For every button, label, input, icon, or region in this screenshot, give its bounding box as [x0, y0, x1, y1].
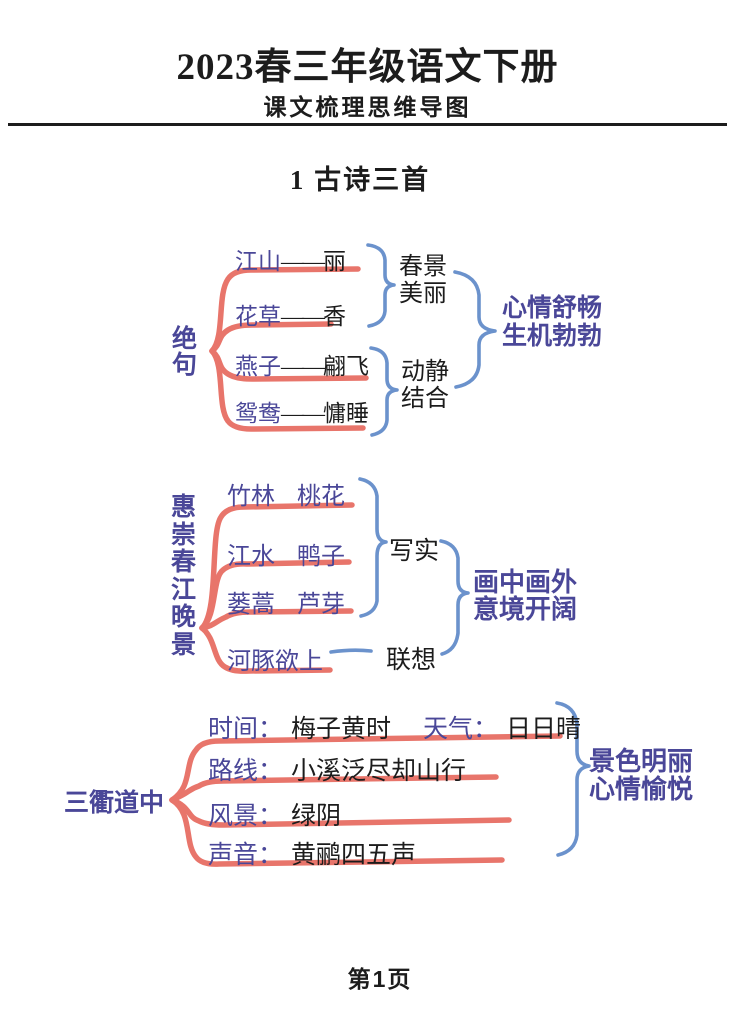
document-title: 2023春三年级语文下册 — [176, 47, 559, 88]
s2-branch-4 — [199, 625, 333, 674]
branch-row: 江水鸭子 — [227, 536, 345, 571]
section-summary-jueju: 心情舒畅 生机勃勃 — [502, 294, 602, 350]
group-label-line: 动静 — [401, 359, 449, 385]
branch-dash: —— — [281, 354, 325, 379]
group-label-line: 春景 — [399, 254, 447, 280]
s1-branch-2 — [209, 321, 334, 354]
page-number: 第1页 — [347, 966, 413, 992]
branch-term: 芦芽 — [297, 592, 345, 618]
s2-brace-group-1 — [358, 477, 388, 618]
branch-attribute: 时间： — [208, 716, 284, 743]
summary-line: 意境开阔 — [473, 594, 578, 624]
section-summary-huichong: 画中画外 意境开阔 — [473, 569, 577, 623]
section-label-huichong: 惠崇春江晚景 — [170, 493, 196, 659]
branch-row: 燕子——翩飞 — [235, 347, 369, 381]
branch-value: 丽 — [323, 249, 346, 274]
s1-brace-group-1 — [366, 243, 396, 328]
group-label-line: 美丽 — [399, 281, 447, 307]
branch-term: 燕子 — [235, 354, 281, 379]
group-label-association: 联想 — [386, 647, 437, 674]
summary-line: 景色明丽 — [589, 746, 694, 776]
branch-value: 慵睡 — [323, 401, 369, 426]
branch-attribute: 天气： — [423, 716, 499, 743]
branch-dash: —— — [281, 249, 325, 274]
branch-row: 河豚欲上 — [227, 641, 323, 676]
s3-branch-3 — [169, 797, 512, 828]
branch-term: 蒌蒿 — [227, 592, 275, 618]
branch-attribute: 声音： — [208, 842, 284, 869]
branch-row: 鸳鸯——慵睡 — [235, 394, 369, 428]
branch-term: 鸭子 — [297, 544, 345, 570]
branch-value: 黄鹂四五声 — [291, 842, 417, 869]
s2-brace-summary — [439, 539, 470, 656]
branch-dash: —— — [281, 304, 325, 329]
s2-branch-2 — [199, 559, 352, 631]
summary-line: 心情愉悦 — [589, 774, 694, 804]
s2-link-lianxiang — [329, 648, 373, 654]
branch-row: 路线： 小溪泛尽却山行 — [208, 751, 466, 787]
document-subtitle: 课文梳理思维导图 — [263, 94, 472, 120]
summary-line: 心情舒畅 — [502, 294, 603, 322]
lesson-title: 1 古诗三首 — [289, 165, 431, 195]
s3-branch-1 — [169, 733, 563, 803]
branch-term: 河豚欲上 — [227, 649, 323, 675]
branch-term: 江水 — [227, 544, 275, 570]
branch-value: 日日晴 — [506, 716, 582, 743]
section-label-jueju: 绝句 — [171, 325, 197, 379]
group-label-spring-scene: 春景 美丽 — [399, 254, 447, 308]
s2-branch-3 — [199, 608, 354, 631]
s1-brace-summary — [453, 270, 497, 389]
branch-row: 声音： 黄鹂四五声 — [208, 835, 416, 871]
s3-branch-2 — [169, 774, 499, 803]
branch-value: 绿阴 — [291, 803, 342, 830]
group-label-realistic: 写实 — [389, 538, 440, 565]
branch-row: 蒌蒿芦芽 — [227, 584, 345, 619]
branch-row: 花草——香 — [235, 297, 346, 331]
branch-term: 花草 — [235, 304, 281, 329]
section-label-sanqu: 三衢道中 — [64, 789, 165, 817]
s1-branch-1 — [209, 266, 361, 354]
s1-brace-group-2 — [369, 346, 399, 437]
branch-term: 竹林 — [227, 484, 275, 510]
branch-value: 梅子黄时 — [291, 716, 392, 743]
branch-row: 时间： 梅子黄时 天气： 日日晴 — [208, 709, 581, 745]
s1-branch-4 — [209, 348, 366, 432]
group-label-line: 结合 — [401, 386, 449, 412]
branch-attribute: 路线： — [208, 758, 284, 785]
branch-value: 翩飞 — [323, 354, 369, 379]
branch-attribute: 风景： — [208, 803, 284, 830]
branch-row: 风景： 绿阴 — [208, 796, 341, 832]
branch-row: 竹林桃花 — [227, 476, 345, 511]
header-divider-line — [8, 123, 727, 126]
branch-dash: —— — [281, 401, 325, 426]
group-label-motion-still: 动静 结合 — [401, 359, 449, 413]
section-summary-sanqu: 景色明丽 心情愉悦 — [589, 747, 693, 803]
s3-branch-4 — [169, 797, 505, 867]
s3-brace-summary — [555, 701, 591, 857]
branch-term: 江山 — [235, 249, 281, 274]
branch-term: 鸳鸯 — [235, 401, 281, 426]
summary-line: 画中画外 — [473, 567, 578, 597]
branch-value: 小溪泛尽却山行 — [291, 758, 467, 785]
branch-row: 江山——丽 — [235, 242, 346, 276]
branch-value: 香 — [323, 304, 346, 329]
summary-line: 生机勃勃 — [502, 322, 603, 350]
branch-term: 桃花 — [297, 484, 345, 510]
